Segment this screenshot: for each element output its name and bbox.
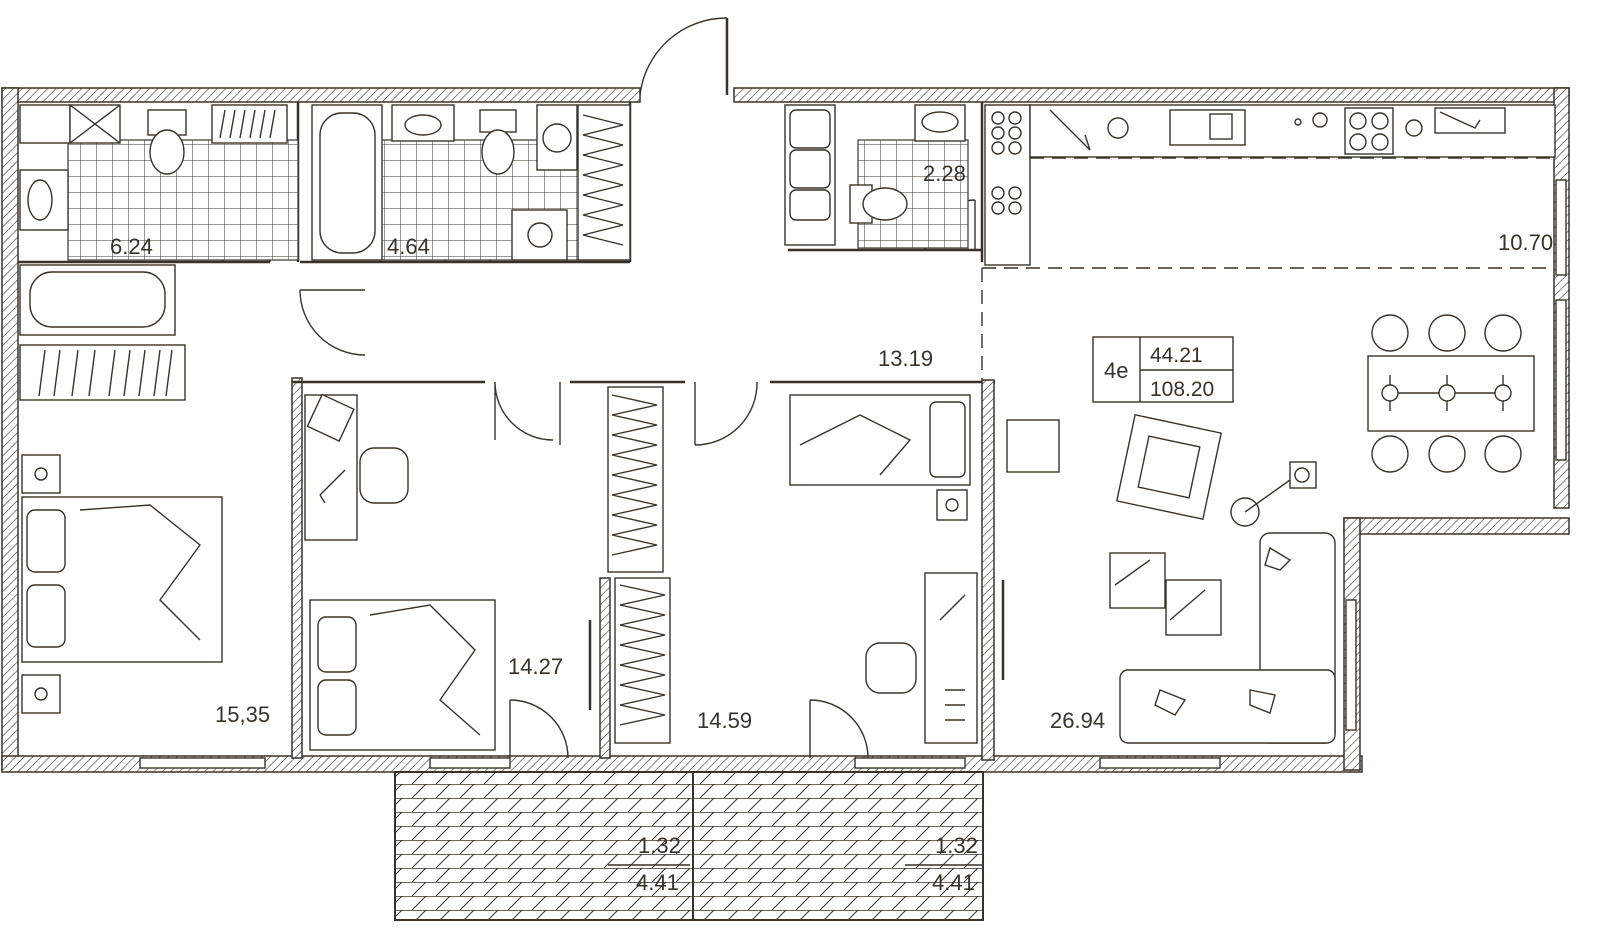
bathroom-middle [311, 104, 631, 261]
room-area-bedroom-left: 15,35 [215, 702, 270, 727]
room-area-bedroom-middle: 14.27 [508, 654, 563, 679]
room-area-bath-middle: 4.64 [387, 234, 430, 259]
room-area-kitchen: 10.70 [1498, 230, 1553, 255]
room-area-hall: 13.19 [878, 346, 933, 371]
dining-table [1367, 314, 1535, 473]
room-area-bedroom-right: 14.59 [697, 708, 752, 733]
inner-walls [18, 102, 1554, 761]
room-area-bath-left: 6.24 [110, 234, 153, 259]
bathroom-left [19, 104, 299, 401]
room-area-living: 26.94 [1050, 708, 1105, 733]
kitchen [984, 104, 1556, 266]
bedroom-middle-furniture [304, 393, 496, 751]
balcony-left-area: 1.32 [638, 833, 681, 858]
room-labels: 6.24 4.64 2.28 10.70 13.19 15,35 14.27 1… [110, 161, 1553, 733]
total-area-value: 108.20 [1150, 378, 1214, 401]
balcony-labels: 1.32 4.41 1.32 4.41 [636, 833, 978, 895]
apartment-summary: 4е 44.21 108.20 [1092, 336, 1234, 403]
wc-right [784, 104, 969, 249]
balcony-right-area: 1.32 [935, 833, 978, 858]
apartment-type-code: 4е [1104, 358, 1128, 383]
room-area-wc-right: 2.28 [923, 161, 966, 186]
balcony-left-full-area: 4.41 [636, 870, 679, 895]
wardrobes [588, 386, 671, 744]
entrance-door [639, 17, 729, 96]
bedroom-left-furniture [21, 454, 223, 714]
balconies [394, 771, 984, 921]
balcony-right-full-area: 4.41 [932, 870, 975, 895]
bedroom-right-furniture [789, 394, 1005, 744]
living-area-value: 44.21 [1150, 344, 1203, 367]
outer-walls [1, 87, 1570, 773]
living-furniture [1006, 413, 1336, 744]
